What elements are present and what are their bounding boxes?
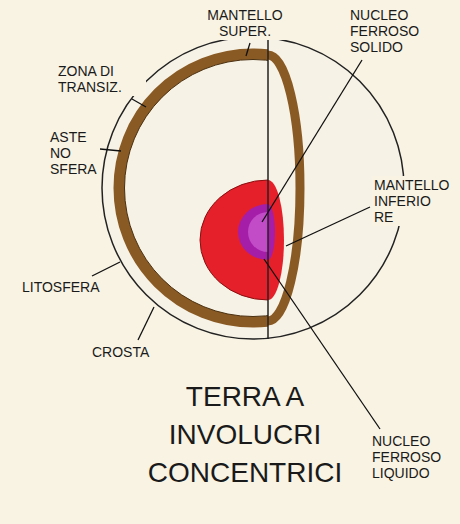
core-face [268, 204, 275, 260]
leader-line [100, 149, 121, 151]
leader-line [246, 43, 250, 56]
lower-mantle-face [268, 180, 284, 300]
core-outer [238, 204, 268, 260]
layer-label: NUCLEO FERROSO SOLIDO [348, 6, 438, 56]
layer-label: MANTELLO SUPER. [200, 6, 290, 40]
layer-label: CROSTA [90, 343, 170, 361]
diagram-caption: TERRA A INVOLUCRI CONCENTRICI [120, 378, 370, 492]
lower-mantle [200, 180, 268, 300]
cut-face [268, 55, 300, 321]
layer-label: NUCLEO FERROSO LIQUIDO [370, 432, 456, 482]
layer-label: LITOSFERA [20, 278, 112, 296]
leader-line [262, 60, 362, 222]
earth-outline [102, 37, 404, 339]
leader-line [138, 307, 154, 340]
layer-label: ZONA DI TRANSIZ. [56, 62, 146, 96]
leader-lines [92, 43, 380, 429]
leader-line [92, 262, 120, 276]
transition-ring-face [268, 55, 300, 321]
cut-line [267, 37, 269, 339]
layer-label: MANTELLO INFERIO RE [372, 176, 456, 226]
leader-line [132, 99, 146, 107]
ring-edge [125, 60, 269, 317]
layer-label: ASTE NO SFERA [48, 128, 100, 178]
leader-line [286, 207, 370, 246]
